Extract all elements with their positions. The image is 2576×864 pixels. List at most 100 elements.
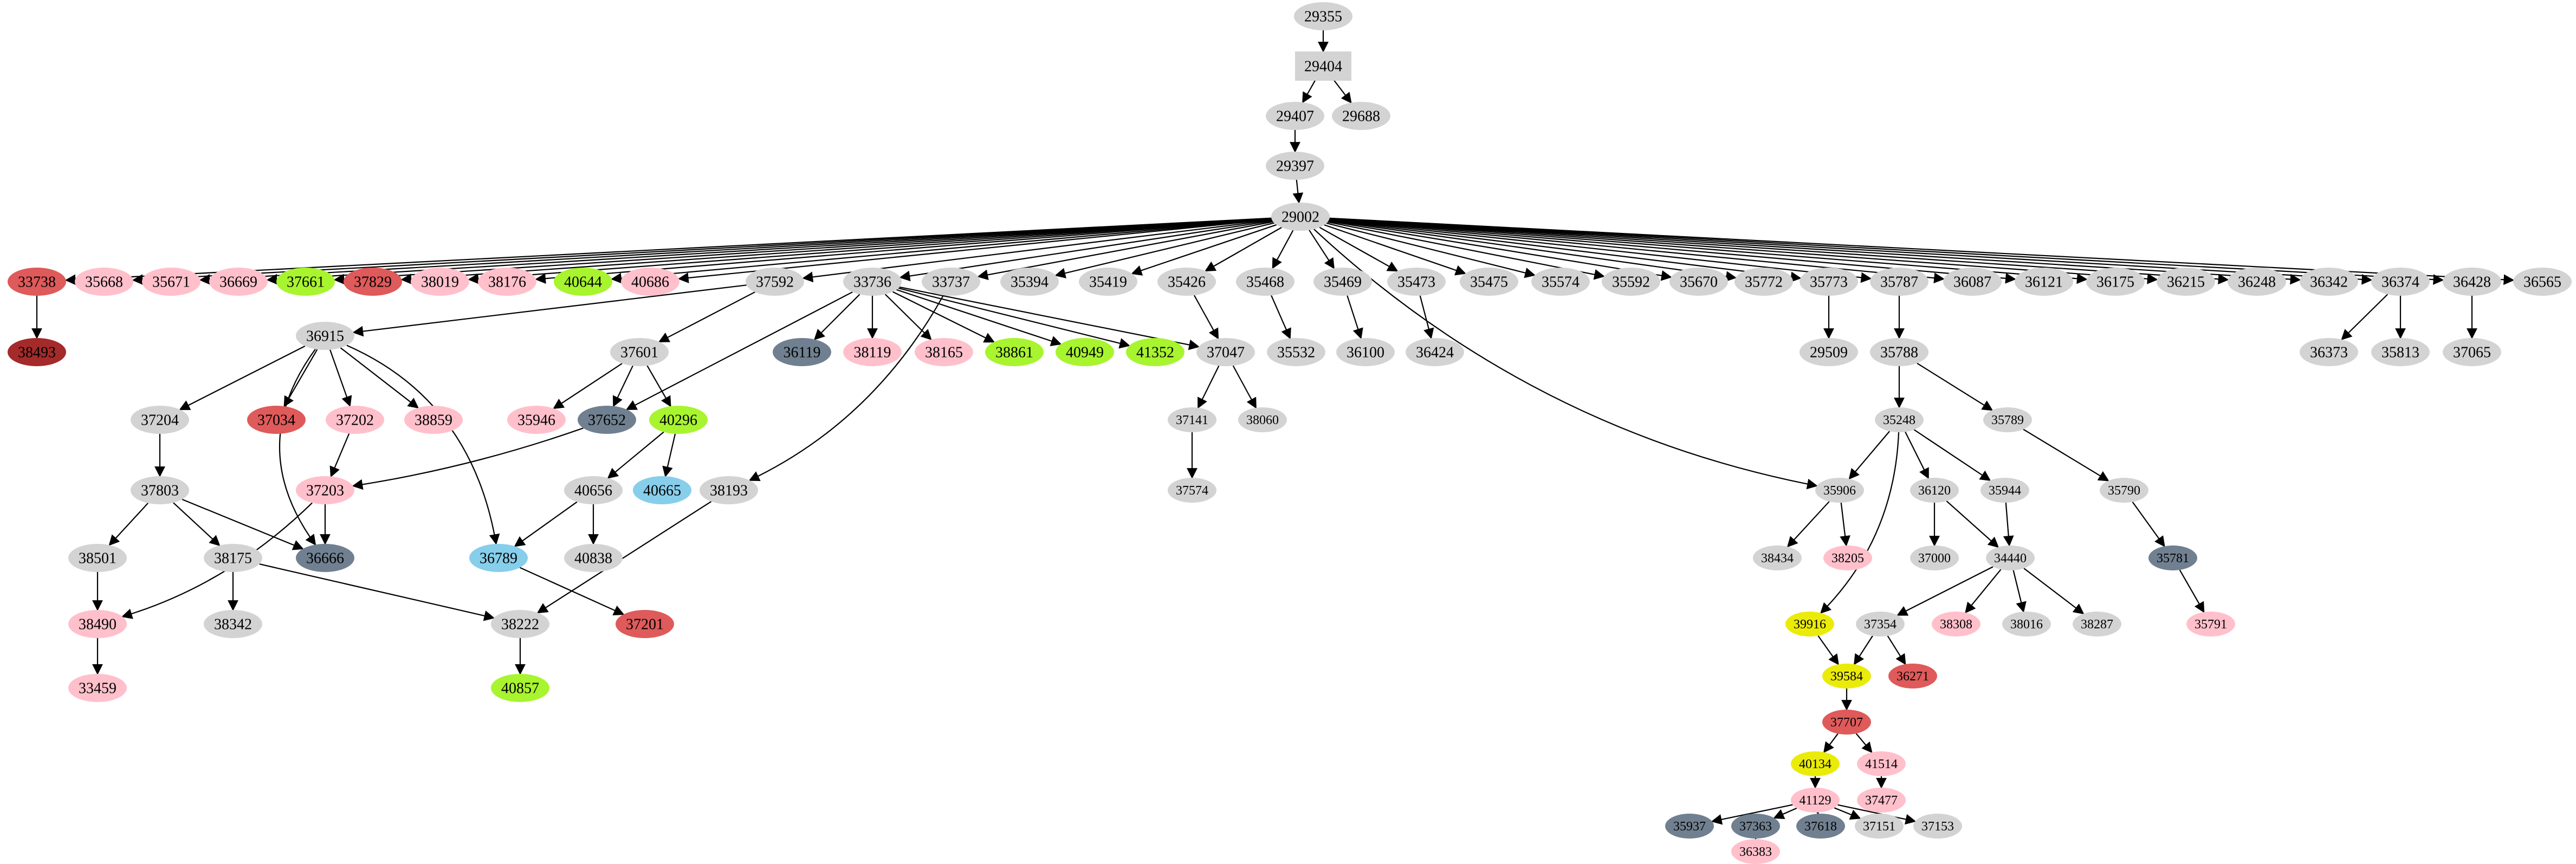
node-shape [8, 338, 66, 366]
node-shape [75, 268, 133, 296]
node-38501: 38501 [68, 544, 127, 572]
node-shape [1168, 407, 1216, 432]
edge-29404-29407 [1302, 80, 1316, 103]
node-shape [564, 544, 623, 572]
node-37201: 37201 [616, 610, 674, 638]
node-shape [478, 268, 536, 296]
node-shape [843, 268, 902, 296]
node-36915: 36915 [296, 322, 354, 350]
node-37202: 37202 [326, 406, 384, 434]
edge-35473-36424 [1419, 295, 1434, 340]
node-shape [1870, 268, 1928, 296]
node-38434: 38434 [1753, 545, 1802, 570]
edge-36915-37034 [283, 349, 318, 407]
node-39584: 39584 [1822, 664, 1871, 688]
node-35248: 35248 [1875, 407, 1924, 432]
edge-37803-38501 [108, 503, 148, 546]
node-33738: 33738 [8, 268, 66, 296]
node-shape [1168, 478, 1216, 503]
edge-37803-36666 [182, 498, 304, 550]
edge-29002-35394 [1054, 222, 1274, 278]
edge-37707-40134 [1823, 733, 1839, 753]
edge-29002-35574 [1326, 222, 1536, 278]
node-37203: 37203 [296, 476, 354, 504]
node-shape [491, 674, 549, 702]
node-37574: 37574 [1168, 478, 1216, 503]
node-shape [2073, 612, 2121, 636]
node-shape [922, 268, 980, 296]
node-38222: 38222 [491, 610, 549, 638]
node-shape [204, 610, 262, 638]
node-shape [1266, 102, 1324, 130]
node-shape [296, 322, 354, 350]
node-shape [1734, 268, 1793, 296]
node-shape [621, 268, 679, 296]
edge-36374-36373 [2341, 294, 2389, 341]
node-shape [1602, 268, 1660, 296]
node-29407: 29407 [1266, 102, 1324, 130]
edge-29002-35592 [1327, 221, 1605, 280]
node-36087: 36087 [1943, 268, 2002, 296]
node-38342: 38342 [204, 610, 262, 638]
node-shape [296, 544, 354, 572]
node-40296: 40296 [649, 406, 708, 434]
node-shape [1669, 268, 1728, 296]
node-38119: 38119 [843, 338, 902, 366]
node-shape [204, 544, 262, 572]
node-37354: 37354 [1856, 612, 1905, 636]
node-shape [773, 338, 831, 366]
node-shape [507, 406, 566, 434]
edge-39916-39584 [1817, 635, 1839, 665]
edge-41129-37151 [1834, 807, 1861, 820]
node-shape [1665, 814, 1714, 839]
node-36666: 36666 [296, 544, 354, 572]
node-33737: 33737 [922, 268, 980, 296]
node-shape [247, 406, 306, 434]
node-shape [1888, 664, 1937, 688]
edge-29002-33738 [64, 217, 1272, 285]
edge-37652-37203 [352, 427, 584, 490]
node-33736: 33736 [843, 268, 902, 296]
node-35473: 35473 [1387, 268, 1446, 296]
node-shape [1822, 710, 1871, 735]
node-35475: 35475 [1460, 268, 1518, 296]
node-36121: 36121 [2015, 268, 2073, 296]
node-shape [1822, 664, 1871, 688]
node-shape [1800, 338, 1858, 366]
node-shape [1857, 788, 1906, 813]
node-shape [1313, 268, 1372, 296]
node-35468: 35468 [1236, 268, 1295, 296]
node-35469: 35469 [1313, 268, 1372, 296]
edge-40296-40656 [607, 431, 664, 479]
edge-29002-36215 [1329, 218, 2158, 284]
node-37707: 37707 [1822, 710, 1871, 735]
node-shape [1986, 545, 2035, 570]
edge-29002-35668 [132, 217, 1272, 285]
edge-29397-29002 [1292, 179, 1304, 204]
node-37829: 37829 [344, 268, 402, 296]
node-41129: 41129 [1791, 788, 1840, 813]
node-40949: 40949 [1056, 338, 1114, 366]
node-35394: 35394 [1000, 268, 1059, 296]
node-shape [404, 406, 463, 434]
node-shape [915, 338, 973, 366]
node-shape [209, 268, 268, 296]
node-shape [700, 476, 758, 504]
edge-29002-35469 [1309, 230, 1335, 269]
node-shape [1271, 203, 1330, 231]
node-36342: 36342 [2300, 268, 2358, 296]
node-shape [1753, 545, 1802, 570]
node-shape [633, 476, 691, 504]
node-40686: 40686 [621, 268, 679, 296]
node-shape [2371, 338, 2430, 366]
edge-41129-37363 [1773, 807, 1797, 820]
node-shape [985, 338, 1044, 366]
node-35790: 35790 [2100, 478, 2148, 503]
edge-37601-37652 [612, 365, 633, 407]
node-37592: 37592 [746, 268, 804, 296]
node-38490: 38490 [68, 610, 127, 638]
node-shape [1800, 268, 1858, 296]
edge-29002-35773 [1329, 219, 1802, 283]
node-shape [554, 268, 612, 296]
